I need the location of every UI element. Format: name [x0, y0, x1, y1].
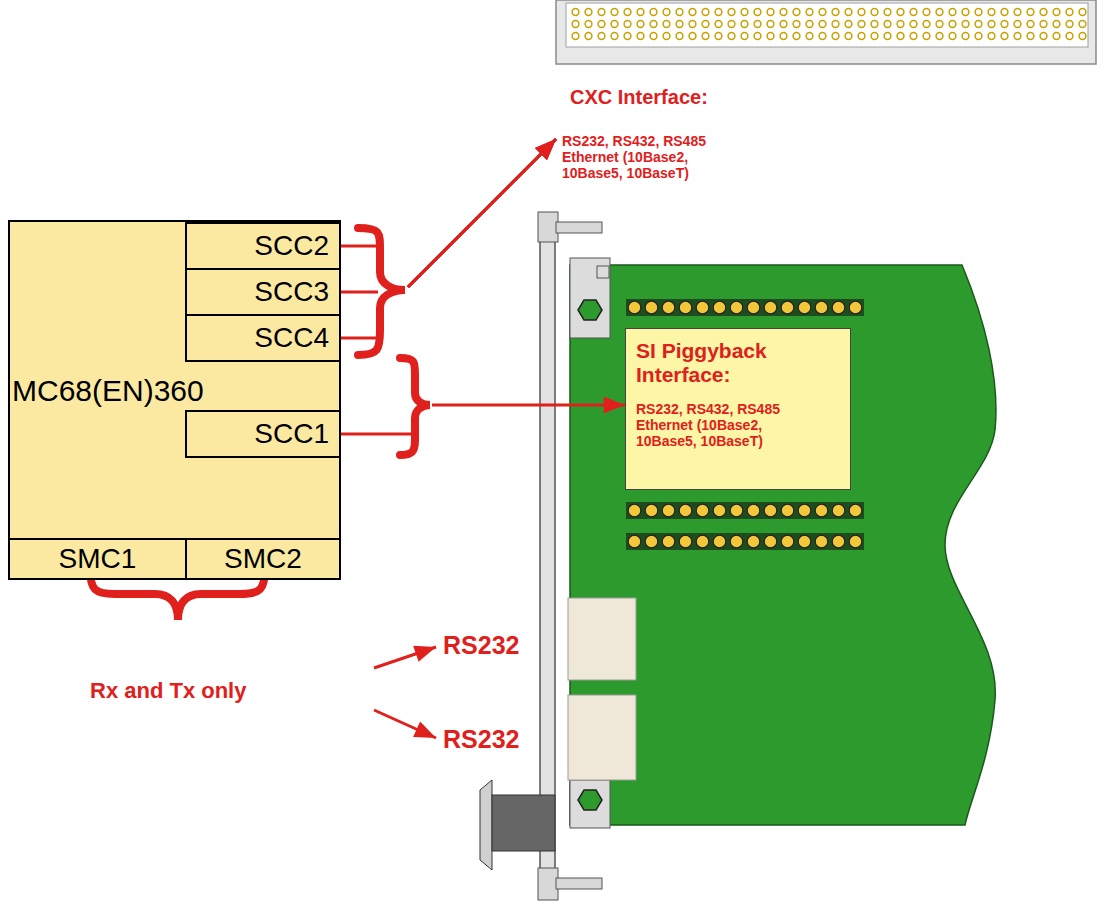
cxc-connector [556, 0, 1096, 64]
signal-arrow [341, 139, 556, 287]
pin-strip [626, 502, 864, 519]
pin-strip [626, 299, 864, 316]
hex-screw [578, 790, 602, 810]
node-heading: SI Piggyback Interface: [636, 339, 840, 387]
port-label: RS232 [443, 725, 519, 754]
pin-strip [626, 533, 864, 550]
rs232-jack [568, 695, 636, 780]
panel-screw [556, 878, 602, 889]
signal-arrow [341, 139, 556, 338]
panel-screw [556, 222, 602, 233]
node-body: RS232, RS432, RS485 Ethernet (10Base2, 1… [562, 133, 742, 181]
interface-callout: CXC Interface: RS232, RS432, RS485 Ethern… [556, 0, 1101, 181]
pin-row [626, 502, 864, 519]
hex-screw [578, 300, 602, 320]
node-heading: SCC2 [254, 232, 329, 260]
smc-channel: SMC2 [185, 538, 341, 580]
panel-handle [538, 212, 558, 242]
node-heading: SCC3 [254, 278, 329, 306]
signal-arrow [341, 139, 556, 292]
node-heading: MC68(EN)360 [12, 376, 204, 406]
scc-channel: SCC2 [185, 222, 341, 270]
d-sub-connector [492, 795, 555, 851]
signal-arrow [341, 405, 625, 434]
pin-row [626, 533, 864, 550]
leader-arrow [374, 647, 436, 668]
bracket-screw [597, 266, 609, 278]
mount-bracket [570, 258, 610, 338]
rs232-jack [568, 598, 636, 680]
scc-channel: SCC3 [185, 268, 341, 316]
node-heading: SCC1 [254, 420, 329, 448]
front-panel [540, 215, 555, 895]
node-heading: SMC1 [59, 545, 137, 573]
piggyback-box: SI Piggyback Interface: RS232, RS432, RS4… [625, 328, 851, 490]
node-body: RS232, RS432, RS485 Ethernet (10Base2, 1… [636, 401, 816, 449]
note-label: Rx and Tx only [90, 678, 246, 704]
node-heading: CXC Interface: [570, 86, 1101, 109]
group-brace [400, 358, 430, 455]
port-label: RS232 [443, 631, 519, 660]
node-heading: SCC4 [254, 324, 329, 352]
connector-flange [480, 780, 492, 870]
node-heading: SMC2 [224, 545, 302, 573]
smc-channel: SMC1 [8, 538, 187, 580]
processor-chip: MC68(EN)360 SCC2SCC3SCC4SCC1SMC1 SMC2 [8, 220, 341, 580]
scc-channel: SCC1 [185, 410, 341, 458]
scc-channel: SCC4 [185, 314, 341, 362]
leader-arrow [374, 710, 436, 738]
pin-row [626, 299, 864, 316]
connector-pins [569, 6, 1089, 42]
mount-bracket [570, 780, 610, 828]
panel-handle [538, 868, 558, 900]
connector-face [566, 3, 1088, 47]
